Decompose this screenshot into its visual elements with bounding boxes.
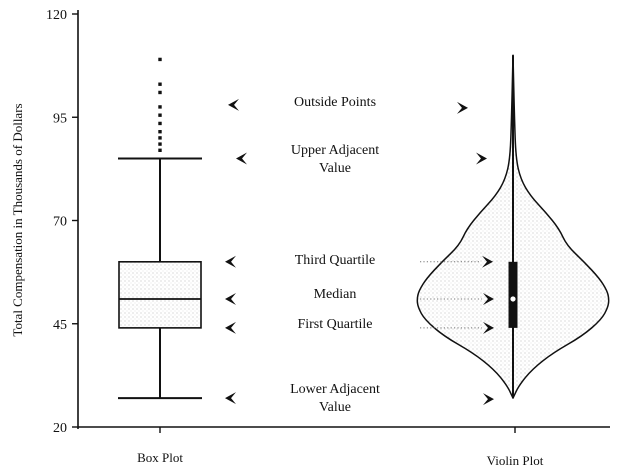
interquartile-box (118, 260, 202, 329)
outside-point (158, 90, 162, 95)
annotation-label-median: Median (314, 287, 357, 302)
outside-point (158, 121, 162, 126)
y-tick-label: 45 (53, 318, 67, 333)
annotation-arrow-right-lower (483, 393, 494, 406)
y-tick-label: 95 (53, 111, 67, 126)
outside-point (158, 142, 162, 146)
outside-point (158, 136, 162, 140)
annotation-arrow-left-q3 (225, 255, 236, 268)
outside-point (158, 82, 162, 86)
box-plot (118, 57, 202, 400)
violin-median-marker (510, 296, 516, 302)
annotation-arrow-right-q3 (482, 255, 493, 268)
y-axis-label: Total Compensation in Thousands of Dolla… (10, 103, 25, 336)
annotation-arrow-right-q1 (483, 321, 494, 334)
violin-plot (416, 54, 610, 399)
annotation-label-lower: Lower Adjacent (290, 382, 380, 397)
annotation-arrow-left-outside (228, 98, 239, 111)
outside-point (158, 130, 162, 134)
annotation-label-outside: Outside Points (294, 95, 376, 110)
annotation-arrow-right-upper (476, 152, 487, 165)
annotation-arrow-left-q1 (225, 321, 236, 334)
outside-point (158, 57, 162, 62)
outside-point (158, 113, 162, 117)
annotation-arrow-left-median (225, 292, 236, 305)
annotation-label-q1: First Quartile (297, 317, 372, 332)
y-tick-label: 70 (53, 215, 67, 230)
annotation-label-upper: Value (319, 161, 351, 176)
outside-point (158, 148, 162, 152)
annotation-arrow-right-outside (457, 101, 468, 114)
y-tick-label: 120 (46, 8, 67, 23)
annotation-label-upper: Upper Adjacent (291, 143, 379, 158)
y-axis: 20 45 70 95 120 (46, 8, 610, 436)
annotation-label-lower: Value (319, 400, 351, 415)
annotation-arrow-left-lower (225, 392, 236, 405)
x-category-label-box-plot: Box Plot (137, 450, 183, 465)
annotation-arrow-left-upper (236, 152, 247, 165)
violin-quartile-bar (508, 261, 518, 328)
y-tick-label: 20 (53, 421, 67, 436)
annotation-label-q3: Third Quartile (295, 253, 375, 268)
annotation-arrow-right-median (483, 292, 494, 305)
x-category-label-violin-plot: Violin Plot (487, 453, 544, 468)
outside-point (158, 105, 162, 109)
